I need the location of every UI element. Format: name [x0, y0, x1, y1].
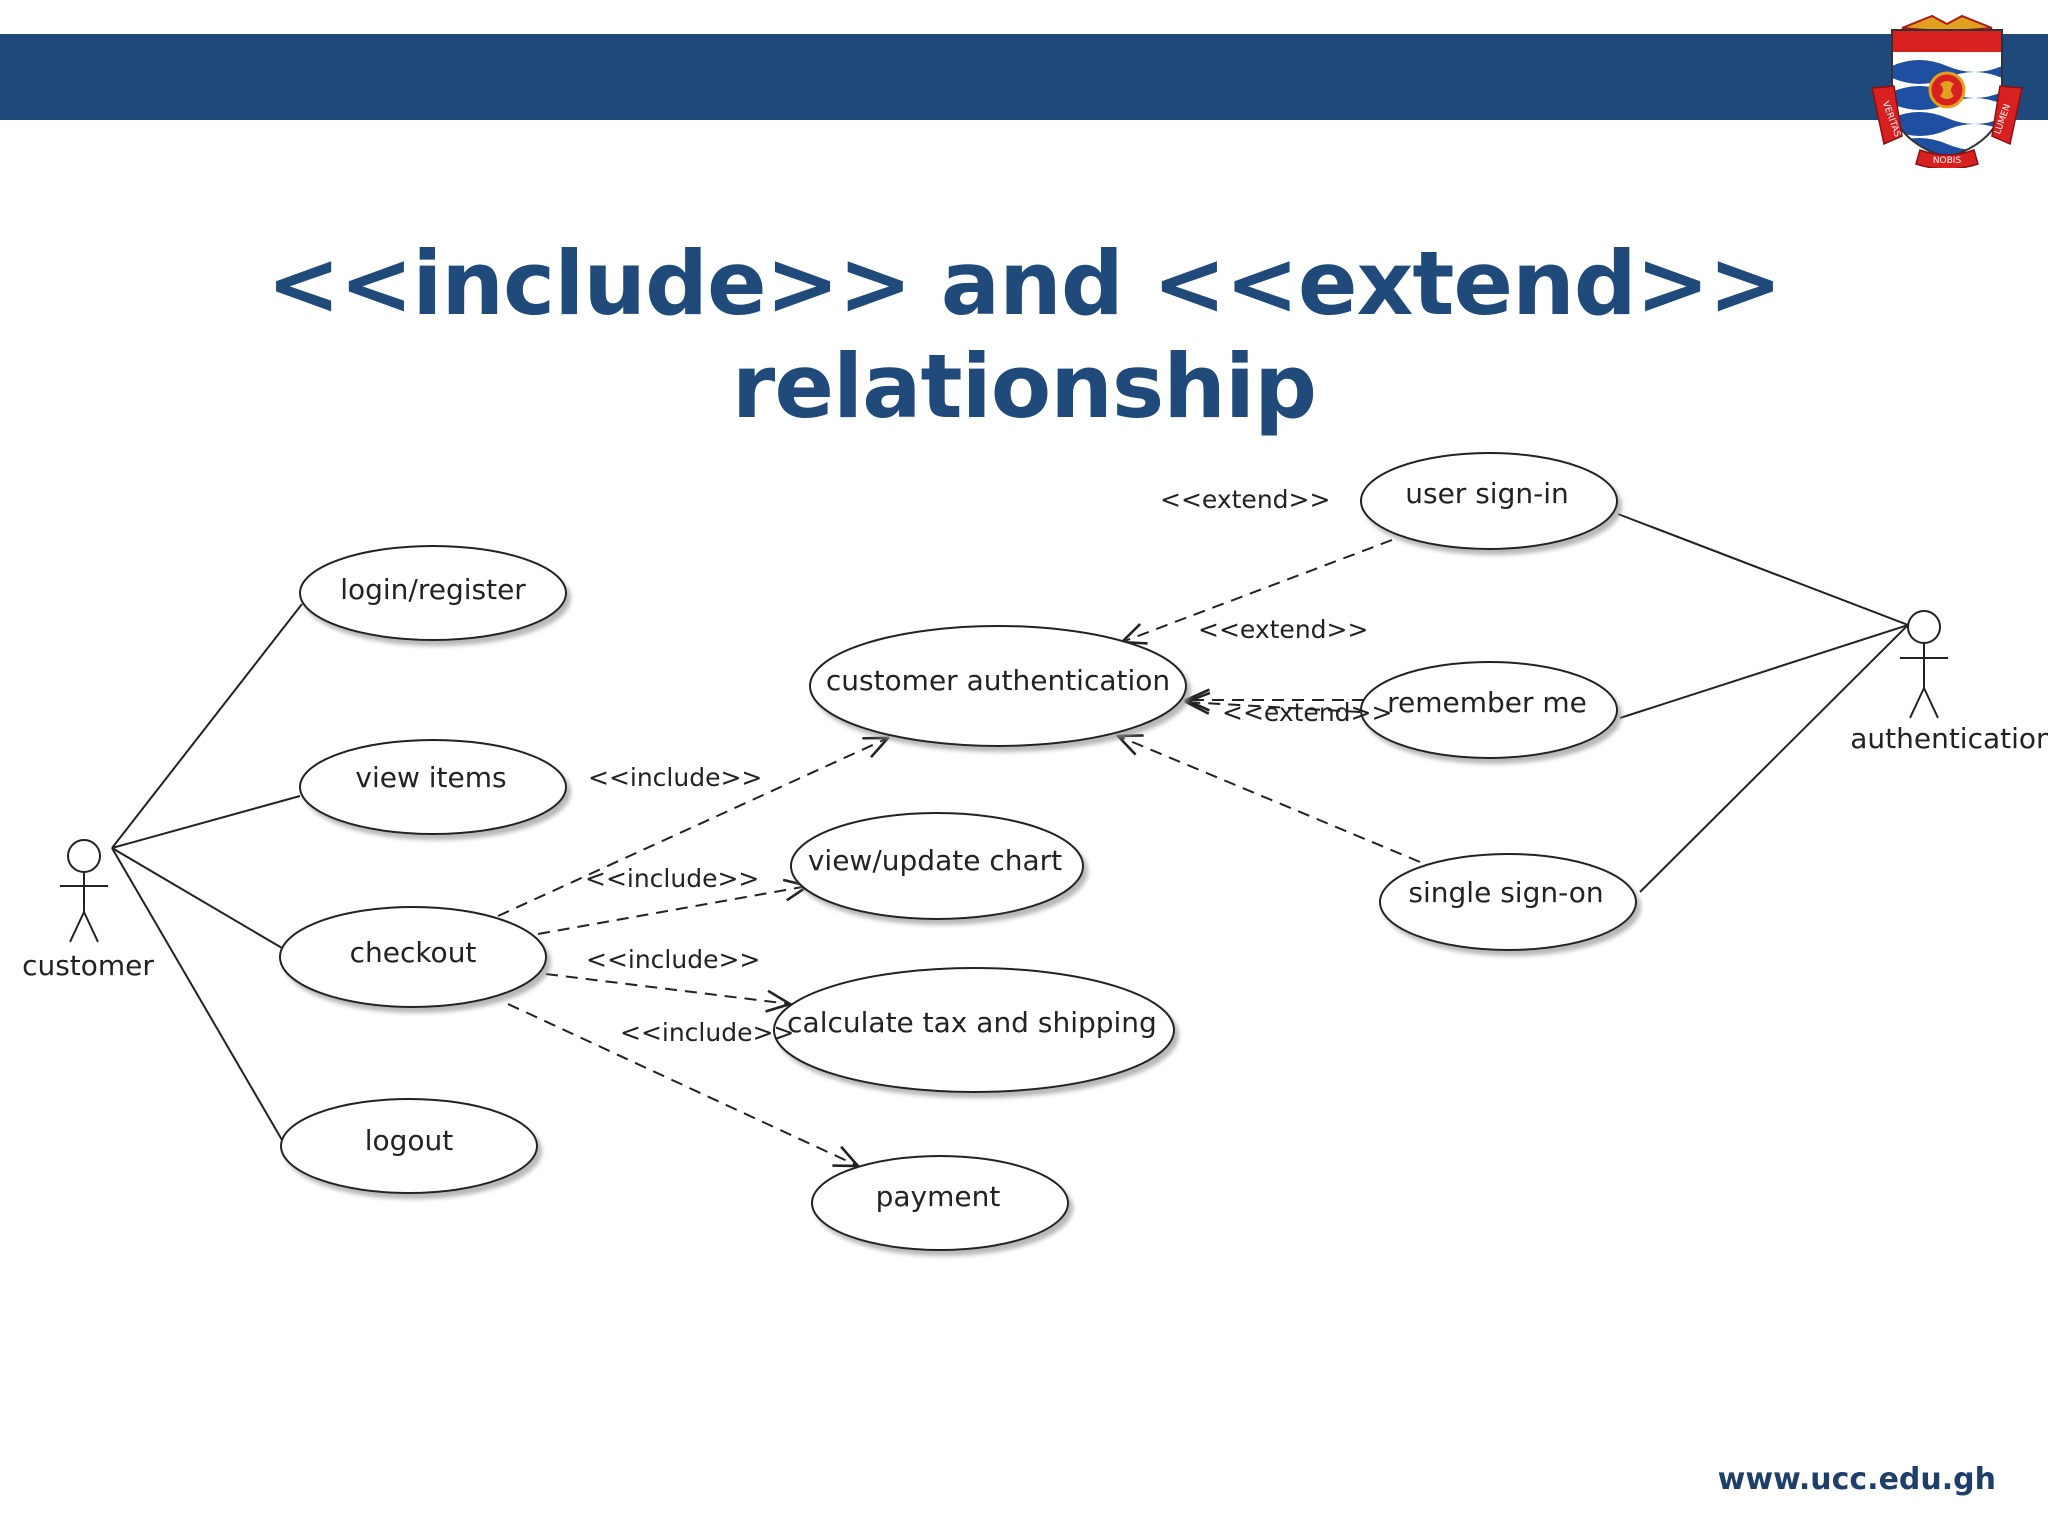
association-authentication-sso — [1639, 624, 1909, 893]
association-customer-login — [111, 603, 303, 849]
use-case-label: single sign-on — [1408, 876, 1603, 909]
actor-authentication — [1900, 610, 1948, 719]
include-arrow-view-update-chart — [537, 886, 808, 935]
include-label: <<include>> — [588, 763, 762, 792]
include-arrow-customer-authentication — [497, 738, 888, 917]
use-case-label: logout — [365, 1124, 454, 1157]
use-case-single-sign-on — [1379, 853, 1637, 951]
use-case-label: user sign-in — [1405, 477, 1569, 510]
use-case-label: remember me — [1387, 686, 1587, 719]
university-crest-logo: VERITAS LUMEN NOBIS — [1871, 14, 2023, 168]
use-case-customer-authentication — [809, 625, 1187, 747]
use-case-label: calculate tax and shipping — [787, 1006, 1157, 1039]
use-case-label: view/update chart — [808, 844, 1062, 877]
actor-label-customer: customer — [22, 949, 154, 982]
use-case-calculate-tax-shipping — [773, 967, 1175, 1093]
association-customer-logout — [111, 847, 283, 1141]
actor-customer — [60, 839, 108, 943]
include-arrow-calculate-tax — [545, 973, 790, 1004]
extend-label: <<extend>> — [1222, 698, 1392, 727]
include-arrow-payment — [507, 1003, 858, 1166]
association-customer-checkout — [111, 847, 283, 949]
svg-text:NOBIS: NOBIS — [1933, 156, 1962, 166]
use-case-label: view items — [355, 761, 506, 794]
association-authentication-user-signin — [1617, 513, 1909, 626]
header-band — [0, 34, 2048, 120]
use-case-login-register — [299, 545, 567, 641]
use-case-label: checkout — [350, 936, 477, 969]
use-case-label: login/register — [340, 573, 526, 606]
use-case-checkout — [279, 906, 547, 1008]
use-case-user-sign-in — [1360, 452, 1618, 550]
include-label: <<include>> — [620, 1018, 794, 1047]
extend-arrow-user-signin — [1122, 539, 1393, 642]
use-case-view-items — [299, 739, 567, 835]
use-case-label: customer authentication — [826, 664, 1170, 697]
extend-arrow-single-sign-on — [1118, 736, 1421, 863]
actor-label-authentication: authentication — [1850, 722, 2048, 755]
use-case-view-update-chart — [790, 812, 1084, 920]
actor-head-icon — [1907, 610, 1941, 644]
extend-arrow-remember-me-lower — [1186, 702, 1361, 712]
association-authentication-remember-me — [1619, 624, 1909, 719]
footer-url: www.ucc.edu.gh — [1717, 1462, 1996, 1497]
use-case-payment — [811, 1155, 1069, 1251]
use-case-logout — [280, 1098, 538, 1194]
slide-title: <<include>> and <<extend>> relationship — [266, 232, 1782, 438]
extend-label: <<extend>> — [1160, 485, 1330, 514]
extend-label: <<extend>> — [1198, 615, 1368, 644]
association-customer-view-items — [111, 795, 301, 849]
actor-head-icon — [67, 839, 101, 873]
use-case-label: payment — [876, 1180, 1001, 1213]
include-label: <<include>> — [585, 864, 759, 893]
include-label: <<include>> — [586, 945, 760, 974]
use-case-remember-me — [1360, 661, 1618, 759]
